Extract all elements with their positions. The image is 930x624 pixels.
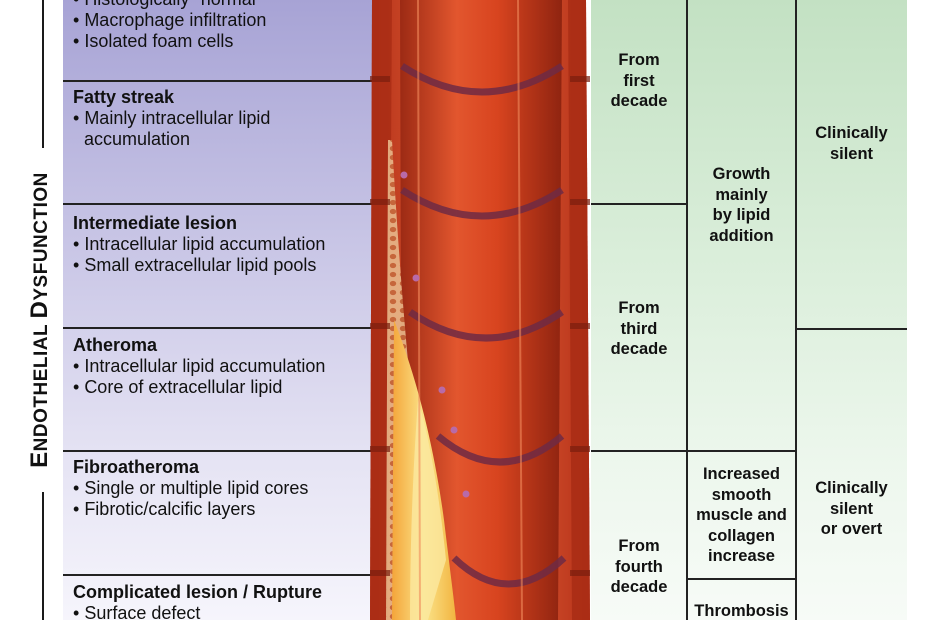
- onset-divider: [591, 203, 687, 205]
- stage-divider: [63, 327, 373, 329]
- stage-bullet: Core of extracellular lipid: [84, 377, 283, 397]
- stage-divider: [63, 80, 373, 82]
- growth-thrombosis: Thrombosis: [694, 602, 789, 620]
- stage-fibroatheroma: Fibroatheroma • Single or multiple lipid…: [63, 451, 373, 520]
- stage-bullet: Histologically "normal": [84, 0, 262, 9]
- column-divider: [686, 0, 688, 620]
- axis-line-bottom: [42, 492, 44, 620]
- lumen-rings: [400, 63, 567, 588]
- stage-complicated-lesion: Complicated lesion / Rupture • Surface d…: [63, 576, 373, 624]
- stage-intermediate-lesion: Intermediate lesion • Intracellular lipi…: [63, 207, 373, 276]
- foam-cells: [400, 171, 470, 498]
- stage-title: Fatty streak: [73, 87, 175, 107]
- stage-title: Complicated lesion / Rupture: [73, 582, 323, 602]
- stage-bullet: Isolated foam cells: [84, 31, 234, 51]
- growth-divider: [687, 450, 796, 452]
- onset-divider: [591, 450, 687, 452]
- stage-bullet: Intracellular lipid accumulation: [84, 356, 326, 376]
- lumen-bands: [417, 0, 523, 620]
- adventitia-left: [370, 0, 392, 620]
- stage-title: Fibroatheroma: [73, 457, 200, 477]
- section-boundaries: [370, 76, 590, 576]
- stage-divider: [63, 450, 373, 452]
- stage-title: Atheroma: [73, 335, 158, 355]
- stage-divider: [63, 574, 373, 576]
- stage-title: Intermediate lesion: [73, 213, 238, 233]
- stage-bullet: Small extracellular lipid pools: [84, 255, 317, 275]
- stage-bullet: Single or multiple lipid cores: [84, 478, 309, 498]
- adventitia-right: [568, 0, 590, 620]
- stage-column-background: [63, 0, 373, 620]
- stage-bullet: Surface defect: [84, 603, 201, 623]
- stage-fatty-streak: Fatty streak • Mainly intracellular lipi…: [63, 81, 373, 150]
- stage-initial-lesion: • Histologically "normal" • Macrophage i…: [63, 0, 373, 52]
- artery-illustration: [370, 0, 590, 620]
- stage-bullet: Mainly intracellular lipid accumulation: [84, 108, 271, 149]
- endothelial-dysfunction-label: ENDOTHELIAL DYSFUNCTION: [26, 172, 53, 468]
- stage-bullet: Fibrotic/calcific layers: [84, 499, 256, 519]
- stage-bullet: Macrophage infiltration: [84, 10, 267, 30]
- stage-bullet: Intracellular lipid accumulation: [84, 234, 326, 254]
- axis-line-top: [42, 0, 44, 148]
- growth-divider: [687, 578, 796, 580]
- column-divider: [795, 0, 797, 620]
- clinical-divider: [796, 328, 907, 330]
- stage-divider: [63, 203, 373, 205]
- stage-atheroma: Atheroma • Intracellular lipid accumulat…: [63, 329, 373, 398]
